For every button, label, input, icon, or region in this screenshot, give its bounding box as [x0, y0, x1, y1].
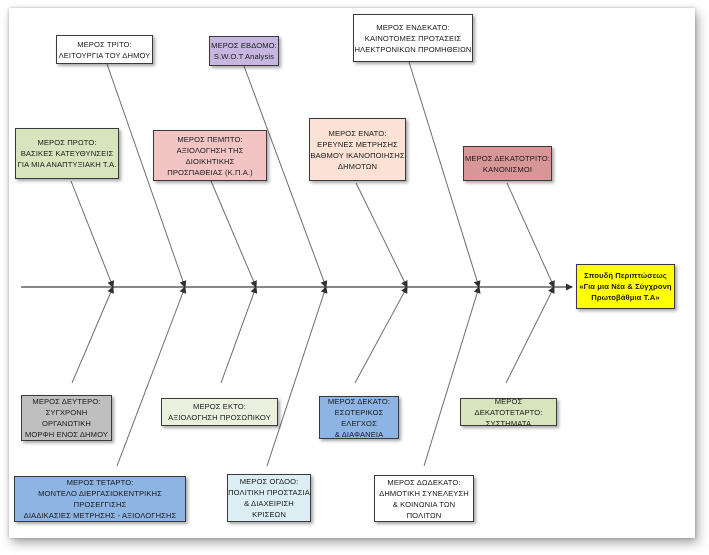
part-4-box: ΜΕΡΟΣ ΤΕΤΑΡΤΟ: ΜΟΝΤΕΛΟ ΔΙΕΡΓΑΣΙΟΚΕΝΤΡΙΚΗ… — [14, 476, 186, 522]
part-6-label: ΜΕΡΟΣ ΕΚΤΟ: ΑΞΙΟΛΟΓΗΣΗ ΠΡΟΣΩΠΙΚΟΥ — [168, 402, 271, 422]
bone-part-12 — [423, 286, 481, 467]
part-2-label: ΜΕΡΟΣ ΔΕΥΤΕΡΟ: ΣΥΓΧΡΟΝΗ ΟΡΓΑΝΩΤΙΚΗ ΜΟΡΦΗ… — [25, 397, 108, 439]
part-1-label: ΜΕΡΟΣ ΠΡΩΤΟ: ΒΑΣΙΚΕΣ ΚΑΤΕΥΘΥΝΣΕΙΣ ΓΙΑ ΜΙ… — [17, 138, 117, 169]
part-13-label: ΜΕΡΟΣ ΔΕΚΑΤΟΤΡΙΤΟ: ΚΑΝΟΝΙΣΜΟΙ — [465, 153, 550, 174]
part-1-box: ΜΕΡΟΣ ΠΡΩΤΟ: ΒΑΣΙΚΕΣ ΚΑΤΕΥΘΥΝΣΕΙΣ ΓΙΑ ΜΙ… — [15, 128, 119, 179]
part-3-box: ΜΕΡΟΣ ΤΡΙΤΟ: ΛΕΙΤΟΥΡΓΙΑ ΤΟΥ ΔΗΜΟΥ — [56, 35, 153, 64]
part-11-label: ΜΕΡΟΣ ΕΝΔΕΚΑΤΟ: ΚΑΙΝΟΤΟΜΕΣ ΠΡΟΤΑΣΕΙΣ ΗΛΕ… — [354, 22, 472, 54]
part-10-label: ΜΕΡΟΣ ΔΕΚΑΤΟ: ΕΣΩΤΕΡΙΚΟΣ ΕΛΕΓΧΟΣ & ΔΙΑΦΑ… — [327, 396, 391, 439]
part-9-box: ΜΕΡΟΣ ΕΝΑΤΟ: ΕΡΕΥΝΕΣ ΜΕΤΡΗΣΗΣ ΒΑΘΜΟΥ ΙΚΑ… — [309, 118, 406, 181]
part-9-label: ΜΕΡΟΣ ΕΝΑΤΟ: ΕΡΕΥΝΕΣ ΜΕΤΡΗΣΗΣ ΒΑΘΜΟΥ ΙΚΑ… — [310, 128, 405, 171]
fishbone-lines — [21, 61, 573, 467]
part-8-box: ΜΕΡΟΣ ΟΓΔΟΟ: ΠΟΛΙΤΙΚΗ ΠΡΟΣΤΑΣΙΑ & ΔΙΑΧΕΙ… — [227, 474, 311, 522]
bone-part-10 — [354, 286, 408, 384]
part-10-box: ΜΕΡΟΣ ΔΕΚΑΤΟ: ΕΣΩΤΕΡΙΚΟΣ ΕΛΕΓΧΟΣ & ΔΙΑΦΑ… — [319, 396, 399, 439]
part-11-box: ΜΕΡΟΣ ΕΝΔΕΚΑΤΟ: ΚΑΙΝΟΤΟΜΕΣ ΠΡΟΤΑΣΕΙΣ ΗΛΕ… — [353, 14, 473, 62]
bone-part-8 — [266, 286, 328, 467]
bone-part-5 — [210, 180, 257, 288]
part-14-label: ΜΕΡΟΣ ΔΕΚΑΤΟΤΕΤΑΡΤΟ: ΣΥΣΤΗΜΑΤΑ — [474, 396, 543, 428]
bone-part-9 — [355, 182, 408, 288]
bone-part-14 — [505, 286, 555, 384]
part-12-label: ΜΕΡΟΣ ΔΩΔΕΚΑΤΟ: ΔΗΜΟΤΙΚΗ ΣΥΝΕΛΕΥΣΗ & ΚΟΙ… — [379, 477, 469, 520]
effect-box: Σπουδή Περιπτώσεως «Για μια Νέα & Σύγχρο… — [576, 264, 675, 309]
bone-part-13 — [506, 182, 555, 288]
bone-part-11 — [408, 61, 481, 288]
part-8-label: ΜΕΡΟΣ ΟΓΔΟΟ: ΠΟΛΙΤΙΚΗ ΠΡΟΣΤΑΣΙΑ & ΔΙΑΧΕΙ… — [228, 477, 310, 519]
part-12-box: ΜΕΡΟΣ ΔΩΔΕΚΑΤΟ: ΔΗΜΟΤΙΚΗ ΣΥΝΕΛΕΥΣΗ & ΚΟΙ… — [374, 475, 474, 522]
part-6-box: ΜΕΡΟΣ ΕΚΤΟ: ΑΞΙΟΛΟΓΗΣΗ ΠΡΟΣΩΠΙΚΟΥ — [161, 398, 278, 426]
bone-part-7 — [243, 65, 328, 288]
part-14-box: ΜΕΡΟΣ ΔΕΚΑΤΟΤΕΤΑΡΤΟ: ΣΥΣΤΗΜΑΤΑ — [460, 396, 557, 428]
part-7-label: ΜΕΡΟΣ ΕΒΔΟΜΟ: S.W.O.T Analysis — [211, 41, 277, 61]
bone-part-1 — [70, 180, 115, 288]
part-5-label: ΜΕΡΟΣ ΠΕΜΠΤΟ: ΑΞΙΟΛΟΓΗΣΗ ΤΗΣ ΔΙΟΙΚΗΤΙΚΗΣ… — [167, 134, 253, 177]
bone-part-3 — [106, 63, 187, 288]
bone-part-2 — [71, 286, 114, 384]
diagram-frame: Σπουδή Περιπτώσεως «Για μια Νέα & Σύγχρο… — [9, 8, 695, 538]
part-7-box: ΜΕΡΟΣ ΕΒΔΟΜΟ: S.W.O.T Analysis — [209, 36, 279, 66]
bone-part-6 — [220, 286, 258, 384]
part-2-box: ΜΕΡΟΣ ΔΕΥΤΕΡΟ: ΣΥΓΧΡΟΝΗ ΟΡΓΑΝΩΤΙΚΗ ΜΟΡΦΗ… — [21, 395, 112, 441]
effect-label: Σπουδή Περιπτώσεως «Για μια Νέα & Σύγχρο… — [579, 271, 672, 302]
part-5-box: ΜΕΡΟΣ ΠΕΜΠΤΟ: ΑΞΙΟΛΟΓΗΣΗ ΤΗΣ ΔΙΟΙΚΗΤΙΚΗΣ… — [153, 130, 267, 181]
bone-part-4 — [116, 286, 187, 467]
part-3-label: ΜΕΡΟΣ ΤΡΙΤΟ: ΛΕΙΤΟΥΡΓΙΑ ΤΟΥ ΔΗΜΟΥ — [58, 39, 151, 60]
part-4-label: ΜΕΡΟΣ ΤΕΤΑΡΤΟ: ΜΟΝΤΕΛΟ ΔΙΕΡΓΑΣΙΟΚΕΝΤΡΙΚΗ… — [23, 478, 177, 520]
part-13-box: ΜΕΡΟΣ ΔΕΚΑΤΟΤΡΙΤΟ: ΚΑΝΟΝΙΣΜΟΙ — [463, 146, 552, 181]
